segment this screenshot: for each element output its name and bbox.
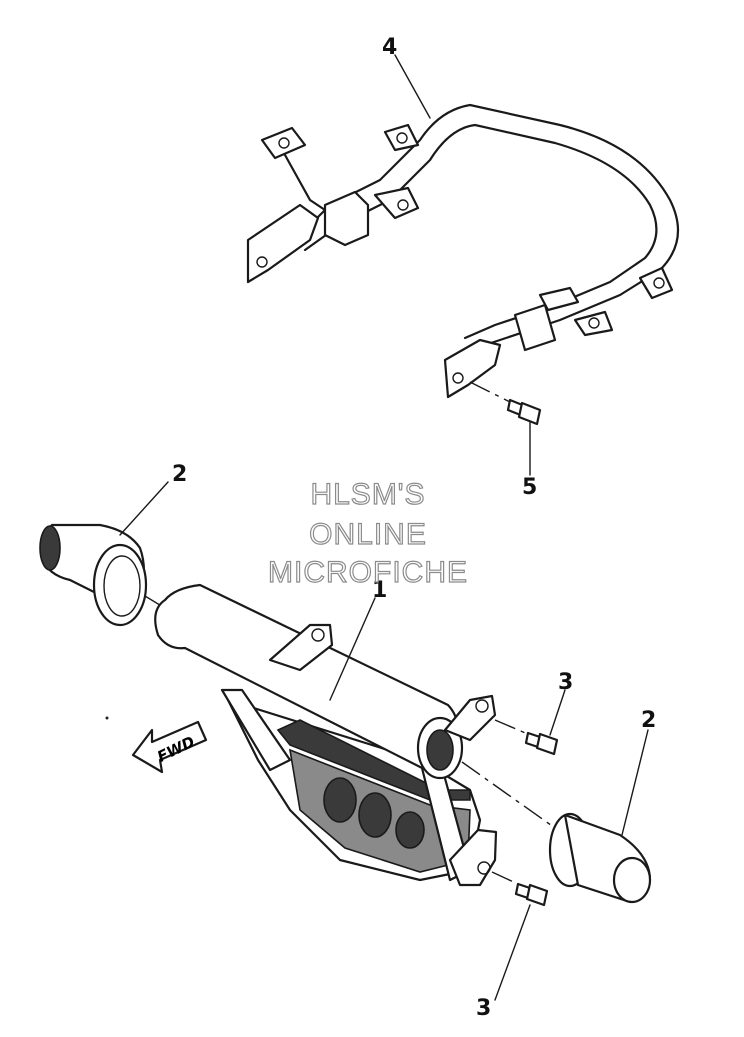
leader-line-2-right [621,729,649,836]
callout-3-upper: 3 [558,670,574,695]
callout-2-right: 2 [641,708,657,733]
bolt-part-3-upper [494,719,559,756]
leader-line-3-upper [549,689,566,736]
callout-1: 1 [372,578,388,603]
bolt-part-3-lower [491,871,549,907]
leader-line-1 [329,597,376,701]
bolt-part-5 [469,381,542,426]
leader-line-4 [394,54,431,119]
callout-3-lower: 3 [476,996,492,1021]
rear-bracket-part-4 [246,103,680,399]
front-bar-part-1 [154,583,498,887]
end-cap-part-2-left [39,523,148,627]
callout-4: 4 [382,35,398,60]
callout-2-left: 2 [172,462,188,487]
leader-line-2-left [119,481,169,536]
watermark-line-3: MICROFICHE [267,555,468,589]
leader-line-3-lower [494,904,531,1001]
watermark-line-1: HLSM'S [310,477,426,511]
end-cap-part-2-right [461,761,652,904]
forward-direction-arrow: FWD [131,720,208,774]
callout-5: 5 [522,475,538,500]
watermark-line-2: ONLINE [309,517,427,551]
